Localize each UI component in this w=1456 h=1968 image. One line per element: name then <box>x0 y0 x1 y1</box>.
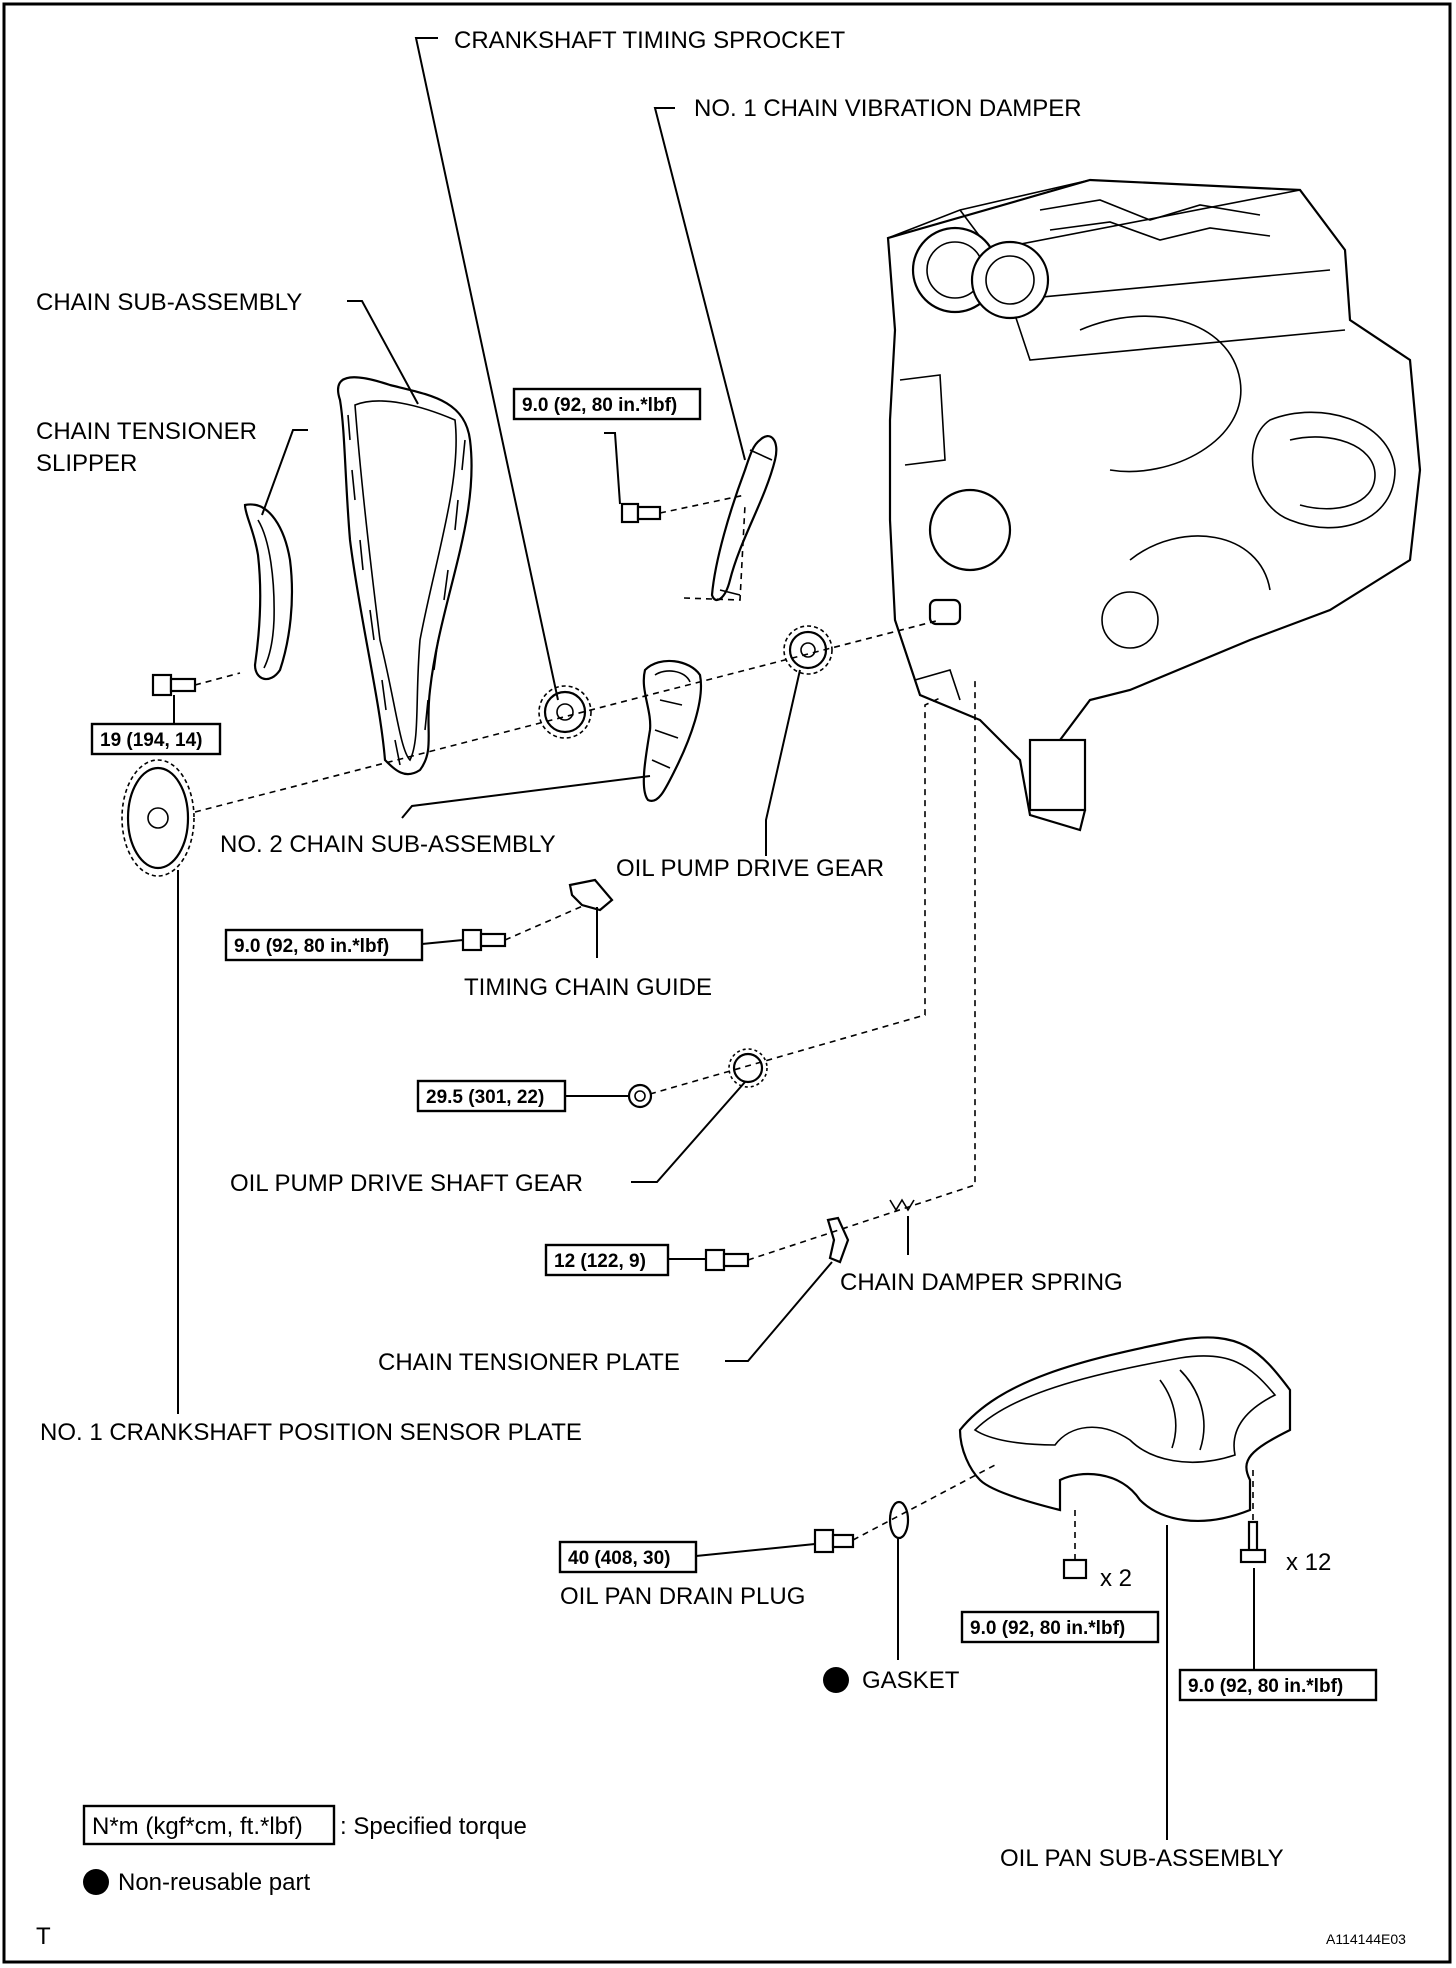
torque-box-damper-bolt: 9.0 (92, 80 in.*lbf) <box>512 387 702 421</box>
torque-box-drain-plug: 40 (408, 30) <box>558 1540 698 1574</box>
label-chain-damper-spring: CHAIN DAMPER SPRING <box>840 1269 1123 1296</box>
label-no1-crankshaft-position-sensor-plate: NO. 1 CRANKSHAFT POSITION SENSOR PLATE <box>40 1419 582 1446</box>
slipper-bolt-illustration <box>151 673 197 697</box>
drain-plug-illustration <box>813 1528 855 1554</box>
svg-text:9.0 (92, 80 in.*lbf): 9.0 (92, 80 in.*lbf) <box>970 1618 1125 1639</box>
torque-box-slipper-bolt: 19 (194, 14) <box>90 722 222 756</box>
no2-chain-sub-assembly-illustration <box>642 659 702 803</box>
label-oil-pan-drain-plug: OIL PAN DRAIN PLUG <box>560 1583 805 1610</box>
shaft-gear-nut-illustration <box>627 1083 653 1109</box>
svg-text:19 (194, 14): 19 (194, 14) <box>100 730 202 751</box>
legend-torque-unit-box <box>82 1804 336 1846</box>
torque-box-tensioner-plate-bolt: 12 (122, 9) <box>544 1243 670 1277</box>
label-gasket: GASKET <box>862 1667 960 1694</box>
svg-text:9.0 (92, 80 in.*lbf): 9.0 (92, 80 in.*lbf) <box>522 395 677 416</box>
leader-lines <box>173 37 1255 1840</box>
label-qty-x12: x 12 <box>1286 1549 1331 1576</box>
label-oil-pan-sub-assembly: OIL PAN SUB-ASSEMBLY <box>1000 1845 1284 1872</box>
crankshaft-timing-sprocket-illustration <box>538 685 592 739</box>
chain-sub-assembly-illustration <box>337 376 473 776</box>
legend-non-reusable-dot <box>83 1869 109 1895</box>
damper-bolt-illustration <box>620 502 662 524</box>
engine-block-illustration <box>886 178 1422 832</box>
guide-bolt-illustration <box>461 928 507 952</box>
torque-box-guide-bolt: 9.0 (92, 80 in.*lbf) <box>224 928 424 962</box>
label-oil-pump-drive-shaft-gear: OIL PUMP DRIVE SHAFT GEAR <box>230 1170 583 1197</box>
chain-tensioner-slipper-illustration <box>243 503 294 681</box>
svg-text:12 (122, 9): 12 (122, 9) <box>554 1251 646 1272</box>
svg-text:40 (408, 30): 40 (408, 30) <box>568 1548 670 1569</box>
oil-pan-nut-illustration <box>1062 1558 1088 1580</box>
label-qty-x2: x 2 <box>1100 1565 1132 1592</box>
label-chain-tensioner-slipper-line2: SLIPPER <box>36 450 137 477</box>
label-chain-sub-assembly: CHAIN SUB-ASSEMBLY <box>36 289 302 316</box>
chain-tensioner-plate-illustration <box>826 1216 850 1264</box>
legend-non-reusable-text: Non-reusable part <box>118 1869 310 1896</box>
assembly-dashed-lines <box>194 494 1254 1560</box>
torque-box-oil-pan-bolt: 9.0 (92, 80 in.*lbf) <box>1178 1668 1378 1702</box>
chain-damper-spring-illustration <box>889 1198 915 1212</box>
label-chain-tensioner-plate: CHAIN TENSIONER PLATE <box>378 1349 680 1376</box>
footer-left-mark: T <box>36 1923 51 1950</box>
no1-crankshaft-position-sensor-plate-illustration <box>121 759 195 877</box>
no1-chain-vibration-damper-illustration <box>710 435 778 602</box>
oil-pan-bolt-illustration <box>1239 1520 1267 1564</box>
tensioner-plate-bolt-illustration <box>704 1248 750 1272</box>
footer-figure-id: A114144E03 <box>1326 1931 1406 1947</box>
label-crankshaft-timing-sprocket: CRANKSHAFT TIMING SPROCKET <box>454 27 846 54</box>
oil-pan-sub-assembly-illustration <box>958 1336 1292 1522</box>
gasket-non-reusable-dot <box>823 1667 849 1693</box>
torque-box-shaft-gear-nut: 29.5 (301, 22) <box>416 1079 567 1113</box>
svg-text:9.0 (92, 80 in.*lbf): 9.0 (92, 80 in.*lbf) <box>1188 1676 1343 1697</box>
label-no2-chain-sub-assembly: NO. 2 CHAIN SUB-ASSEMBLY <box>220 831 556 858</box>
svg-text:9.0 (92, 80 in.*lbf): 9.0 (92, 80 in.*lbf) <box>234 936 389 957</box>
label-timing-chain-guide: TIMING CHAIN GUIDE <box>464 974 712 1001</box>
legend-torque-desc: : Specified torque <box>340 1813 527 1840</box>
label-oil-pump-drive-gear: OIL PUMP DRIVE GEAR <box>616 855 884 882</box>
legend-torque-unit-text: N*m (kgf*cm, ft.*lbf) <box>92 1813 303 1840</box>
gasket-illustration <box>888 1500 910 1540</box>
legend: N*m (kgf*cm, ft.*lbf) : Specified torque… <box>82 1804 527 1896</box>
label-no1-chain-vibration-damper: NO. 1 CHAIN VIBRATION DAMPER <box>694 95 1082 122</box>
svg-text:29.5 (301, 22): 29.5 (301, 22) <box>426 1087 544 1108</box>
timing-chain-guide-illustration <box>568 878 614 912</box>
oil-pump-drive-gear-illustration <box>783 625 833 675</box>
oil-pump-drive-shaft-gear-illustration <box>728 1048 768 1088</box>
label-chain-tensioner-slipper-line1: CHAIN TENSIONER <box>36 418 257 445</box>
torque-box-oil-pan-nut: 9.0 (92, 80 in.*lbf) <box>960 1610 1160 1644</box>
